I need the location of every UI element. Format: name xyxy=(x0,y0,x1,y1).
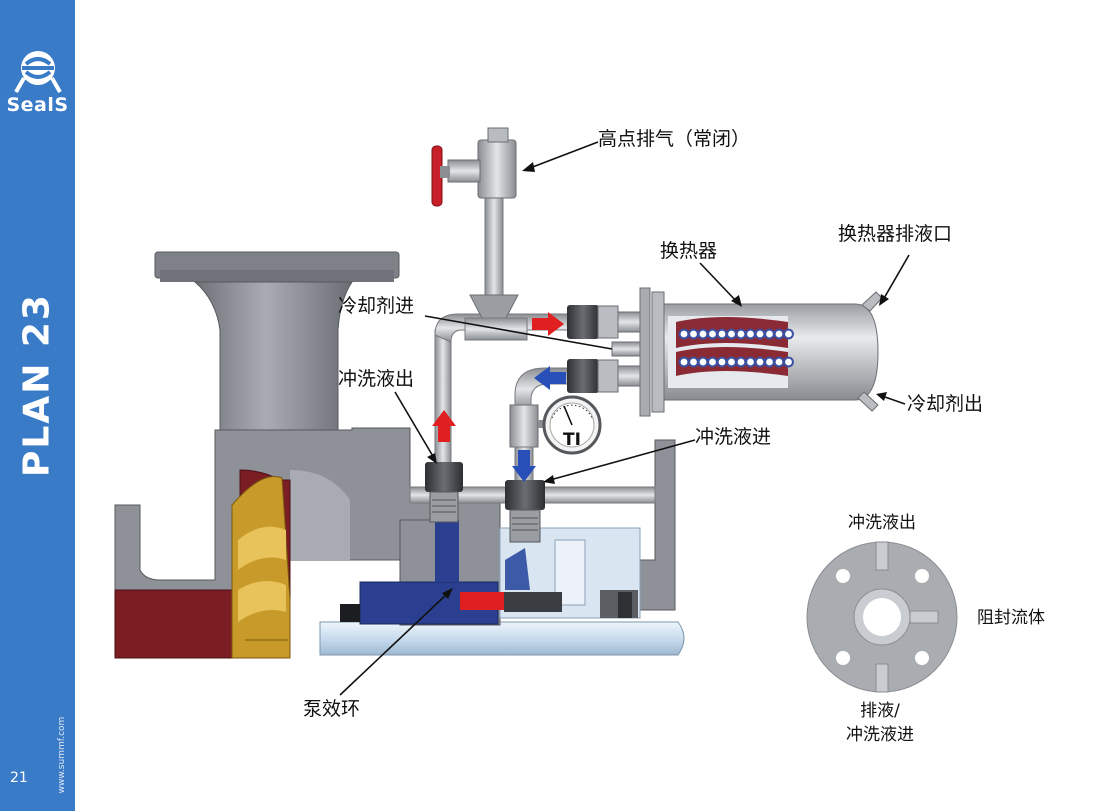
flow-arrow-down-blue xyxy=(512,450,536,482)
flow-arrow-up-red xyxy=(432,410,456,442)
pump-casing xyxy=(114,251,456,591)
flow-arrow-left-blue xyxy=(534,366,566,390)
gauge-label: TI xyxy=(563,430,581,450)
hx-tube-end xyxy=(773,328,785,340)
hx-tube-bundle xyxy=(678,328,794,368)
hx-outlet-fitting xyxy=(567,359,645,393)
seals-logo-icon xyxy=(14,51,62,93)
leader-lines xyxy=(339,141,910,696)
flush-out-fitting xyxy=(425,462,463,523)
gland-label-bottom-2: 冲洗液进 xyxy=(846,725,914,745)
label-heat-exchanger: 换热器 xyxy=(660,240,717,262)
hx-tube-end xyxy=(735,356,747,368)
valve-handle[interactable] xyxy=(431,145,450,207)
sidebar: SealS PLAN 23 www.summf.com 21 xyxy=(0,0,75,811)
page-number: 21 xyxy=(10,770,28,786)
hx-tube-end xyxy=(678,356,690,368)
hx-tube-end xyxy=(707,356,718,368)
hx-tube-end xyxy=(697,356,709,368)
gland-label-top: 冲洗液出 xyxy=(848,513,916,533)
hx-tube-end xyxy=(773,356,785,368)
hx-tube-end xyxy=(726,356,737,368)
hx-tube-end xyxy=(783,328,794,340)
pump-body xyxy=(114,589,241,659)
logo-text: SealS xyxy=(6,94,69,116)
flush-in-fitting xyxy=(505,480,545,543)
label-hx-drain: 换热器排液口 xyxy=(838,223,952,245)
coolant-out-nozzle xyxy=(857,391,879,412)
gland-label-right: 阻封流体 xyxy=(977,608,1045,628)
hx-inlet-fitting xyxy=(567,305,645,339)
label-coolant-out: 冷却剂出 xyxy=(907,393,983,415)
hx-tube-end xyxy=(783,356,794,368)
hx-tube-end xyxy=(745,356,756,368)
label-flush-in: 冲洗液进 xyxy=(695,426,771,448)
hx-tube-end xyxy=(764,356,775,368)
heat-exchanger xyxy=(639,287,879,417)
gland-label-bottom-1: 排液/ xyxy=(860,701,900,721)
seal-chamber xyxy=(399,439,676,626)
hx-tube-end xyxy=(678,328,690,340)
impeller xyxy=(231,476,291,659)
hx-tube-end xyxy=(716,328,728,340)
hx-tube-end xyxy=(754,356,766,368)
hx-tube-end xyxy=(688,328,699,340)
temperature-gauge: TI xyxy=(538,395,602,455)
hx-tube-end xyxy=(764,328,775,340)
gland-face-view xyxy=(806,541,958,693)
hx-tube-end xyxy=(707,328,718,340)
label-flush-out: 冲洗液出 xyxy=(338,368,414,390)
label-pumping-ring: 泵效环 xyxy=(303,698,360,720)
hx-tube-end xyxy=(735,328,747,340)
label-vent: 高点排气（常闭） xyxy=(598,128,750,150)
pumping-ring xyxy=(340,520,562,625)
flow-arrow-right-red xyxy=(532,312,564,336)
hx-tube-end xyxy=(716,356,728,368)
shaft xyxy=(319,621,685,656)
hx-tube-end xyxy=(745,328,756,340)
flush-out-pipe xyxy=(434,329,452,466)
hx-tube-end xyxy=(726,328,737,340)
hx-tube-end xyxy=(754,328,766,340)
hx-tube-end xyxy=(697,328,709,340)
hx-tube-end xyxy=(688,356,699,368)
label-coolant-in: 冷却剂进 xyxy=(338,295,414,317)
